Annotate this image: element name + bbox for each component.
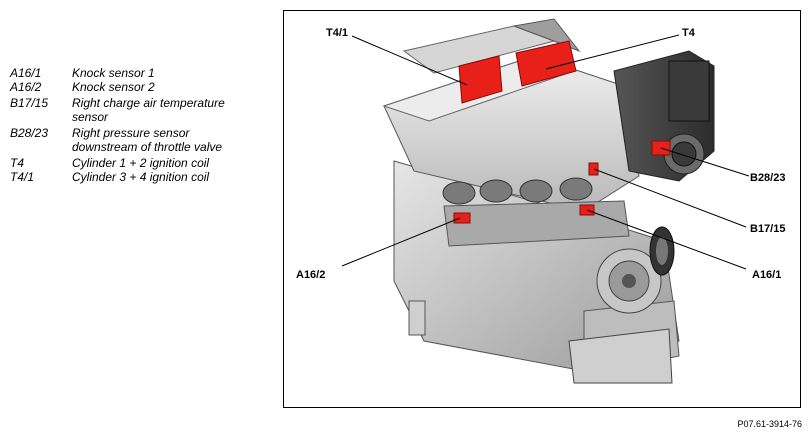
figure-reference-code: P07.61-3914-76 <box>737 419 802 429</box>
legend-code: B17/15 <box>10 96 49 110</box>
legend-description: Right pressure sensor downstream of thro… <box>72 126 223 154</box>
legend-description: Knock sensor 1 <box>72 66 155 80</box>
legend-row: B28/23 Right pressure sensor downstream … <box>10 126 270 156</box>
legend-description: Cylinder 1 + 2 ignition coil <box>72 156 210 170</box>
temperature-sensor-b17-15 <box>588 162 599 176</box>
callout-b28-23: B28/23 <box>750 172 786 184</box>
legend-code: A16/2 <box>10 80 42 94</box>
leader-line <box>586 209 747 270</box>
legend-row: A16/2 Knock sensor 2 <box>10 80 270 96</box>
callout-t4-1: T4/1 <box>326 27 349 39</box>
callout-t4: T4 <box>682 27 695 39</box>
ignition-coil-t4-1 <box>458 55 503 104</box>
callout-a16-2: A16/2 <box>296 269 326 281</box>
legend-code: A16/1 <box>10 66 42 80</box>
component-legend: A16/1 Knock sensor 1 A16/2 Knock sensor … <box>10 66 270 184</box>
legend-code: B28/23 <box>10 126 49 140</box>
legend-row: T4 Cylinder 1 + 2 ignition coil <box>10 156 270 170</box>
belt-pulley <box>649 226 675 276</box>
callout-a16-1: A16/1 <box>752 269 782 281</box>
leader-line <box>351 35 468 86</box>
legend-code: T4 <box>10 156 25 170</box>
leader-line <box>593 168 747 228</box>
callout-b17-15: B17/15 <box>750 223 786 235</box>
legend-description: Knock sensor 2 <box>72 80 155 94</box>
knock-sensor-a16-2 <box>453 212 471 224</box>
legend-row: B17/15 Right charge air temperature sens… <box>10 96 270 126</box>
legend-row: T4/1 Cylinder 3 + 4 ignition coil <box>10 170 270 184</box>
ignition-coil-t4 <box>515 40 577 87</box>
leader-line <box>660 147 750 177</box>
leader-lines <box>341 34 750 270</box>
legend-row: A16/1 Knock sensor 1 <box>10 66 270 80</box>
leader-line <box>341 217 461 267</box>
leader-line <box>545 34 680 70</box>
engine-illustration <box>341 18 750 384</box>
legend-code: T4/1 <box>10 170 35 184</box>
alternator <box>596 248 662 314</box>
legend-description: Right charge air temperature sensor <box>72 96 225 124</box>
turbocharger-assembly <box>613 50 715 182</box>
engine-diagram-frame: T4/1 T4 B28/23 B17/15 A16/2 A16/1 <box>283 10 801 408</box>
legend-description: Cylinder 3 + 4 ignition coil <box>72 170 210 184</box>
